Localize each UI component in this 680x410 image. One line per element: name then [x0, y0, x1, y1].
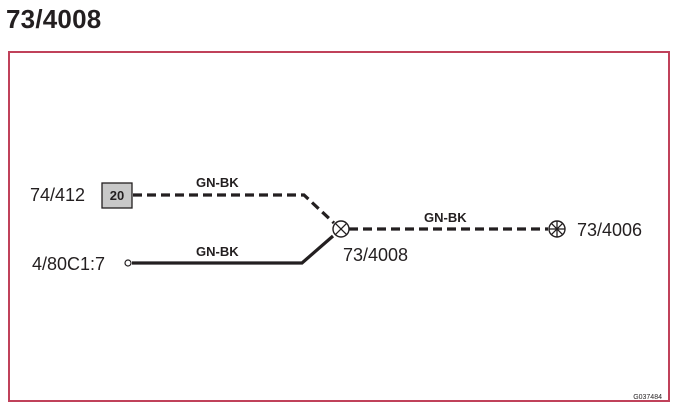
box-connector-label: 74/412 [30, 185, 85, 205]
wire-label-top-left: GN-BK [196, 175, 239, 190]
wire-label-bottom-left: GN-BK [196, 244, 239, 259]
connector-pin-box [101, 182, 133, 209]
junction-icon [332, 220, 350, 238]
wire-label-right: GN-BK [424, 210, 467, 225]
wire-4-80c1-to-junction [132, 234, 335, 265]
ground-point-icon [548, 220, 566, 238]
ground-point-label: 73/4006 [577, 220, 642, 240]
junction-label: 73/4008 [343, 245, 408, 265]
wire-74-412-to-junction [133, 193, 336, 225]
plain-connector-label: 4/80C1:7 [32, 254, 105, 274]
plain-connector-terminal [124, 259, 132, 267]
diagram-frame [8, 51, 670, 402]
page-title: 73/4008 [6, 4, 102, 34]
figure-code: G037484 [633, 394, 662, 401]
connector-pin-number: 20 [110, 188, 124, 203]
